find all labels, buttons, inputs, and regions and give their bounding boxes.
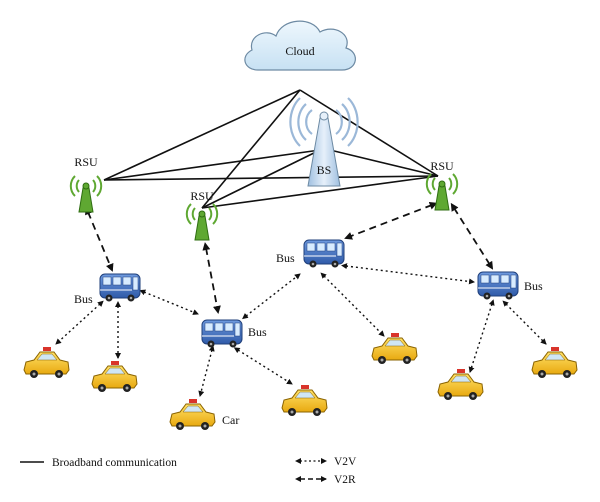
car-node-7	[531, 346, 578, 379]
rsu-node-2: RSU	[185, 189, 219, 241]
car-node-5	[371, 332, 418, 365]
bus-icon	[99, 273, 141, 302]
broadband-links	[103, 89, 439, 209]
taxi-icon	[437, 368, 484, 401]
taxi-icon	[371, 332, 418, 365]
legend-v2r-label: V2R	[334, 474, 356, 486]
legend: Broadband communication V2V V2R	[20, 456, 357, 486]
car-node-6	[437, 368, 484, 401]
taxi-icon	[23, 346, 70, 379]
car-node-1	[23, 346, 70, 379]
bus-label-2: Bus	[248, 325, 267, 339]
legend-broadband-label: Broadband communication	[52, 457, 177, 469]
car-node-4	[281, 384, 328, 417]
link-rsu1-rsu3	[103, 175, 439, 181]
v2v-bus1-bus2	[139, 289, 199, 315]
bus-label-4: Bus	[524, 279, 543, 293]
link-rsu2-rsu3	[201, 175, 439, 209]
v2r-rsu2-bus2	[202, 242, 221, 314]
rsu-antenna-icon	[69, 175, 103, 213]
v2v-bus2-car3	[198, 345, 215, 397]
bus-node-2: Bus	[201, 319, 267, 348]
car-label: Car	[222, 413, 239, 427]
v2r-rsu3-bus3	[344, 201, 438, 240]
bus-icon	[477, 271, 519, 300]
v2r-rsu3-bus4	[450, 202, 494, 270]
rsu-label-1: RSU	[74, 155, 98, 169]
link-cloud-rsu1	[103, 89, 301, 181]
link-cloud-rsu3	[299, 89, 439, 177]
v2v-bus4-car6	[468, 299, 495, 373]
bus-icon	[303, 239, 345, 268]
rsu-antenna-icon	[185, 203, 219, 241]
base-station-label: BS	[317, 163, 332, 177]
rsu-node-1: RSU	[69, 155, 103, 213]
link-bs-rsu3	[329, 149, 439, 177]
cloud-icon	[244, 20, 356, 71]
bus-label-3: Bus	[276, 251, 295, 265]
car-node-2	[91, 360, 138, 393]
legend-v2v-label: V2V	[334, 456, 357, 468]
cloud-node: Cloud	[244, 20, 356, 71]
v2v-bus2-bus3	[242, 273, 301, 320]
bus-icon	[201, 319, 243, 348]
base-station-icon	[289, 97, 359, 147]
bus-node-3: Bus	[276, 239, 345, 268]
v2v-bus2-car4	[233, 347, 293, 385]
bus-node-4: Bus	[477, 271, 543, 300]
taxi-icon	[169, 398, 216, 431]
base-station-node: BS	[289, 97, 359, 187]
rsu-label-2: RSU	[190, 189, 214, 203]
link-cloud-rsu2	[201, 89, 301, 209]
v2v-bus1-car1	[55, 300, 104, 345]
v2v-bus3-bus4	[341, 263, 475, 285]
v2v-links	[55, 263, 547, 397]
rsu-node-3: RSU	[425, 159, 459, 211]
taxi-icon	[91, 360, 138, 393]
taxi-icon	[281, 384, 328, 417]
car-node-3: Car	[169, 398, 239, 431]
link-rsu2-bs	[201, 149, 321, 209]
v2r-links	[85, 201, 494, 314]
bus-label-1: Bus	[74, 292, 93, 306]
link-rsu1-bs	[103, 149, 321, 181]
v2r-rsu1-bus1	[85, 206, 114, 272]
v2v-bus3-car5	[320, 272, 385, 337]
taxi-icon	[531, 346, 578, 379]
rsu-label-3: RSU	[430, 159, 454, 173]
v2v-bus4-car7	[502, 300, 547, 345]
cloud-label: Cloud	[285, 44, 314, 58]
bus-node-1: Bus	[74, 273, 141, 306]
